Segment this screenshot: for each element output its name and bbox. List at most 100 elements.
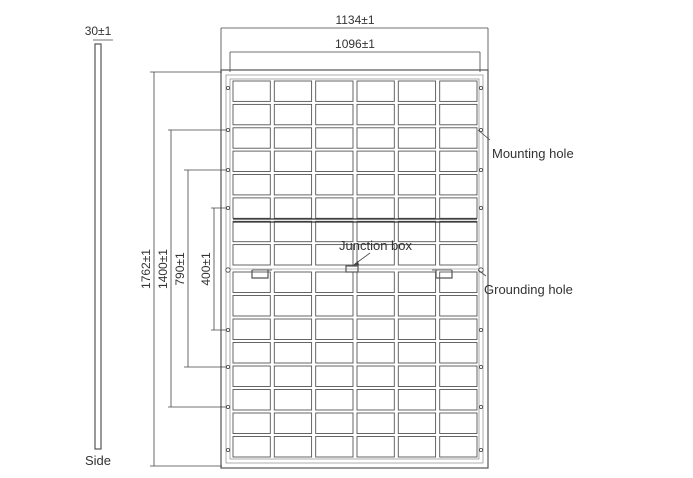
solar-cell <box>439 342 478 364</box>
junction-box-right <box>435 270 453 279</box>
solar-cell <box>273 295 313 317</box>
solar-cell <box>356 174 395 196</box>
solar-cell <box>397 150 437 172</box>
solar-cell <box>397 318 437 340</box>
solar-cell <box>439 244 478 266</box>
solar-cell <box>356 80 395 102</box>
solar-cell <box>315 174 354 196</box>
solar-cell <box>397 271 437 293</box>
solar-cell <box>356 389 395 411</box>
mounting-hole <box>225 364 230 369</box>
solar-cell <box>232 318 271 340</box>
solar-cell <box>315 220 354 243</box>
mounting-hole <box>478 205 483 210</box>
solar-cell <box>232 174 271 196</box>
junction-box-arrow <box>352 261 359 266</box>
solar-cell <box>439 80 478 102</box>
mounting-hole <box>225 404 230 409</box>
side-profile <box>94 43 102 450</box>
solar-cell <box>315 365 354 387</box>
solar-cell <box>356 318 395 340</box>
solar-cell <box>397 103 437 126</box>
solar-cell <box>315 103 354 126</box>
annotations: Mounting hole Grounding hole Junction bo… <box>339 129 574 297</box>
side-view: 30±1 Side <box>85 24 113 468</box>
mid-spacing-dim: 790±1 <box>173 252 187 286</box>
width-dimensions: 1134±1 1096±1 <box>220 13 489 72</box>
solar-cell <box>397 174 437 196</box>
solar-cell <box>356 127 395 149</box>
solar-cell <box>232 127 271 149</box>
solar-cell <box>397 365 437 387</box>
mounting-hole <box>478 167 483 172</box>
solar-cell <box>232 80 271 102</box>
mounting-hole <box>225 86 230 91</box>
solar-cell <box>232 295 271 317</box>
junction-box-label: Junction box <box>339 238 412 253</box>
mounting-hole <box>478 327 483 332</box>
frame-holes <box>225 86 484 452</box>
solar-cell <box>315 318 354 340</box>
solar-cell <box>273 365 313 387</box>
solar-cell <box>315 412 354 434</box>
solar-cell <box>439 271 478 293</box>
solar-cell <box>397 197 437 219</box>
solar-cell <box>439 174 478 196</box>
solar-cell <box>315 197 354 219</box>
solar-cell <box>439 412 478 434</box>
solar-cell <box>232 365 271 387</box>
height-dimensions: 1762±1 1400±1 790±1 400±1 <box>139 71 228 467</box>
solar-cell <box>397 412 437 434</box>
solar-cell <box>397 389 437 411</box>
mounting-hole <box>478 447 483 452</box>
mounting-hole <box>478 364 483 369</box>
solar-cell <box>273 220 313 243</box>
side-label: Side <box>85 453 111 468</box>
mounting-hole <box>478 127 483 132</box>
solar-cell <box>356 244 395 266</box>
solar-cell <box>273 127 313 149</box>
solar-cell <box>273 412 313 434</box>
solar-cell <box>439 436 478 458</box>
solar-cell <box>315 342 354 364</box>
grounding-hole-label: Grounding hole <box>484 282 573 297</box>
solar-cell <box>356 197 395 219</box>
grounding-hole <box>225 267 231 273</box>
solar-cell <box>397 244 437 266</box>
solar-cell <box>273 389 313 411</box>
inner-spacing-dim: 400±1 <box>199 252 213 286</box>
solar-cell <box>315 271 354 293</box>
solar-cell <box>439 365 478 387</box>
solar-cell <box>232 103 271 126</box>
solar-cell <box>397 436 437 458</box>
mounting-hole-leader <box>477 129 491 141</box>
mounting-hole <box>225 447 230 452</box>
solar-cell <box>232 436 271 458</box>
solar-cell <box>439 318 478 340</box>
solar-cell <box>315 150 354 172</box>
inner-width-dim: 1096±1 <box>335 37 375 51</box>
height-dim: 1762±1 <box>139 249 153 289</box>
solar-cell <box>232 150 271 172</box>
solar-cell <box>356 342 395 364</box>
mounting-hole <box>225 167 230 172</box>
solar-cell <box>273 150 313 172</box>
solar-cell <box>273 103 313 126</box>
solar-cell <box>315 127 354 149</box>
solar-cell <box>273 436 313 458</box>
solar-cell <box>356 295 395 317</box>
solar-cell <box>232 197 271 219</box>
mounting-hole <box>478 404 483 409</box>
solar-cell <box>232 220 271 243</box>
solar-cell <box>273 197 313 219</box>
solar-cell <box>356 412 395 434</box>
solar-cell <box>273 80 313 102</box>
solar-cell <box>439 150 478 172</box>
side-thickness-dim: 30±1 <box>85 24 112 38</box>
cell-grid <box>230 80 479 458</box>
solar-cell <box>315 436 354 458</box>
solar-cell <box>439 220 478 243</box>
solar-cell <box>356 271 395 293</box>
outer-width-dim: 1134±1 <box>335 13 374 27</box>
